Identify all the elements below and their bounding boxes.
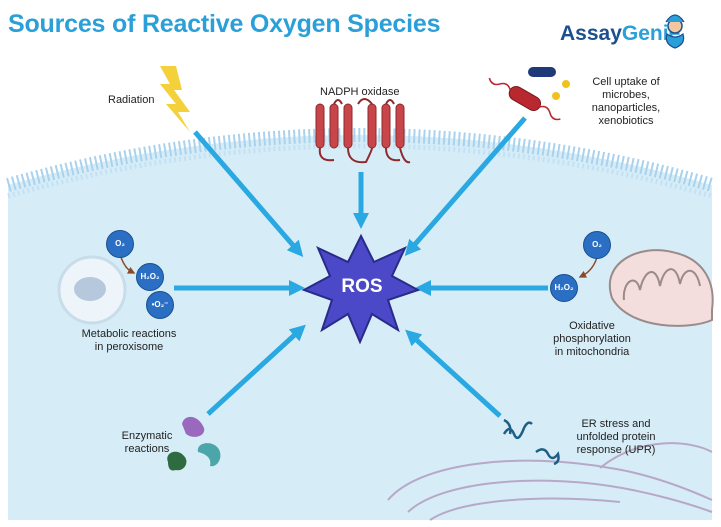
label-mitochondria-line2: phosphorylation: [553, 333, 631, 345]
arrow-radiation: [193, 130, 304, 258]
label-mitochondria-line1: Oxidative: [569, 320, 615, 332]
label-cell-uptake: Cell uptake of microbes, nanoparticles, …: [578, 76, 674, 128]
peroxisome-core: [74, 277, 106, 301]
page-title: Sources of Reactive Oxygen Species: [8, 10, 441, 38]
microbe-icon: [488, 67, 570, 121]
arrow-uptake: [404, 116, 527, 257]
label-nadph-oxidase: NADPH oxidase: [320, 86, 400, 98]
unfolded-protein-icon: [502, 418, 560, 466]
label-radiation: Radiation: [108, 94, 155, 106]
label-mitochondria: Oxidative phosphorylation in mitochondri…: [540, 320, 644, 359]
ros-star-icon: [301, 233, 421, 345]
label-er-stress-line2: unfolded protein: [576, 431, 656, 443]
ros-label: ROS: [341, 276, 383, 297]
label-mitochondria-line3: in mitochondria: [554, 346, 630, 358]
o2-molecule-mitochondria: O₂: [583, 231, 611, 259]
label-peroxisome: Metabolic reactions in peroxisome: [66, 328, 192, 354]
label-cell-uptake-line4: xenobiotics: [598, 115, 654, 127]
logo: AssayGenie: [560, 22, 680, 46]
lightning-bolt-icon: [160, 66, 190, 132]
arrows: [174, 116, 548, 418]
h2o2-molecule-peroxisome: H₂O₂: [136, 263, 164, 291]
label-er-stress-line3: response (UPR): [576, 444, 656, 456]
arrow-enzymatic: [206, 324, 306, 416]
cell-membrane-inner: [7, 143, 713, 199]
logo-text-part2: Genie: [621, 22, 681, 45]
label-enzymatic-line2: reactions: [124, 443, 170, 455]
mitochondrion: [608, 249, 714, 327]
label-cell-uptake-line3: nanoparticles,: [591, 102, 661, 114]
arrow-er: [405, 329, 502, 418]
label-enzymatic-line1: Enzymatic: [121, 430, 173, 442]
enzyme-icon: [167, 416, 221, 471]
cell-membrane: [6, 128, 714, 192]
label-peroxisome-line2: in peroxisome: [94, 341, 164, 353]
logo-text-part1: Assay: [560, 22, 622, 45]
endoplasmic-reticulum: [387, 442, 713, 521]
label-peroxisome-line1: Metabolic reactions: [81, 328, 177, 340]
label-cell-uptake-line2: microbes,: [602, 89, 650, 101]
h2o2-molecule-mitochondria: H₂O₂: [550, 274, 578, 302]
label-er-stress-line1: ER stress and: [581, 418, 651, 430]
label-enzymatic: Enzymatic reactions: [112, 430, 182, 456]
nadph-oxidase-icon: [315, 98, 411, 164]
superoxide-molecule: •O₂⁻: [146, 291, 174, 319]
label-er-stress: ER stress and unfolded protein response …: [566, 418, 666, 457]
o2-molecule-peroxisome: O₂: [106, 230, 134, 258]
label-cell-uptake-line1: Cell uptake of: [592, 76, 660, 88]
